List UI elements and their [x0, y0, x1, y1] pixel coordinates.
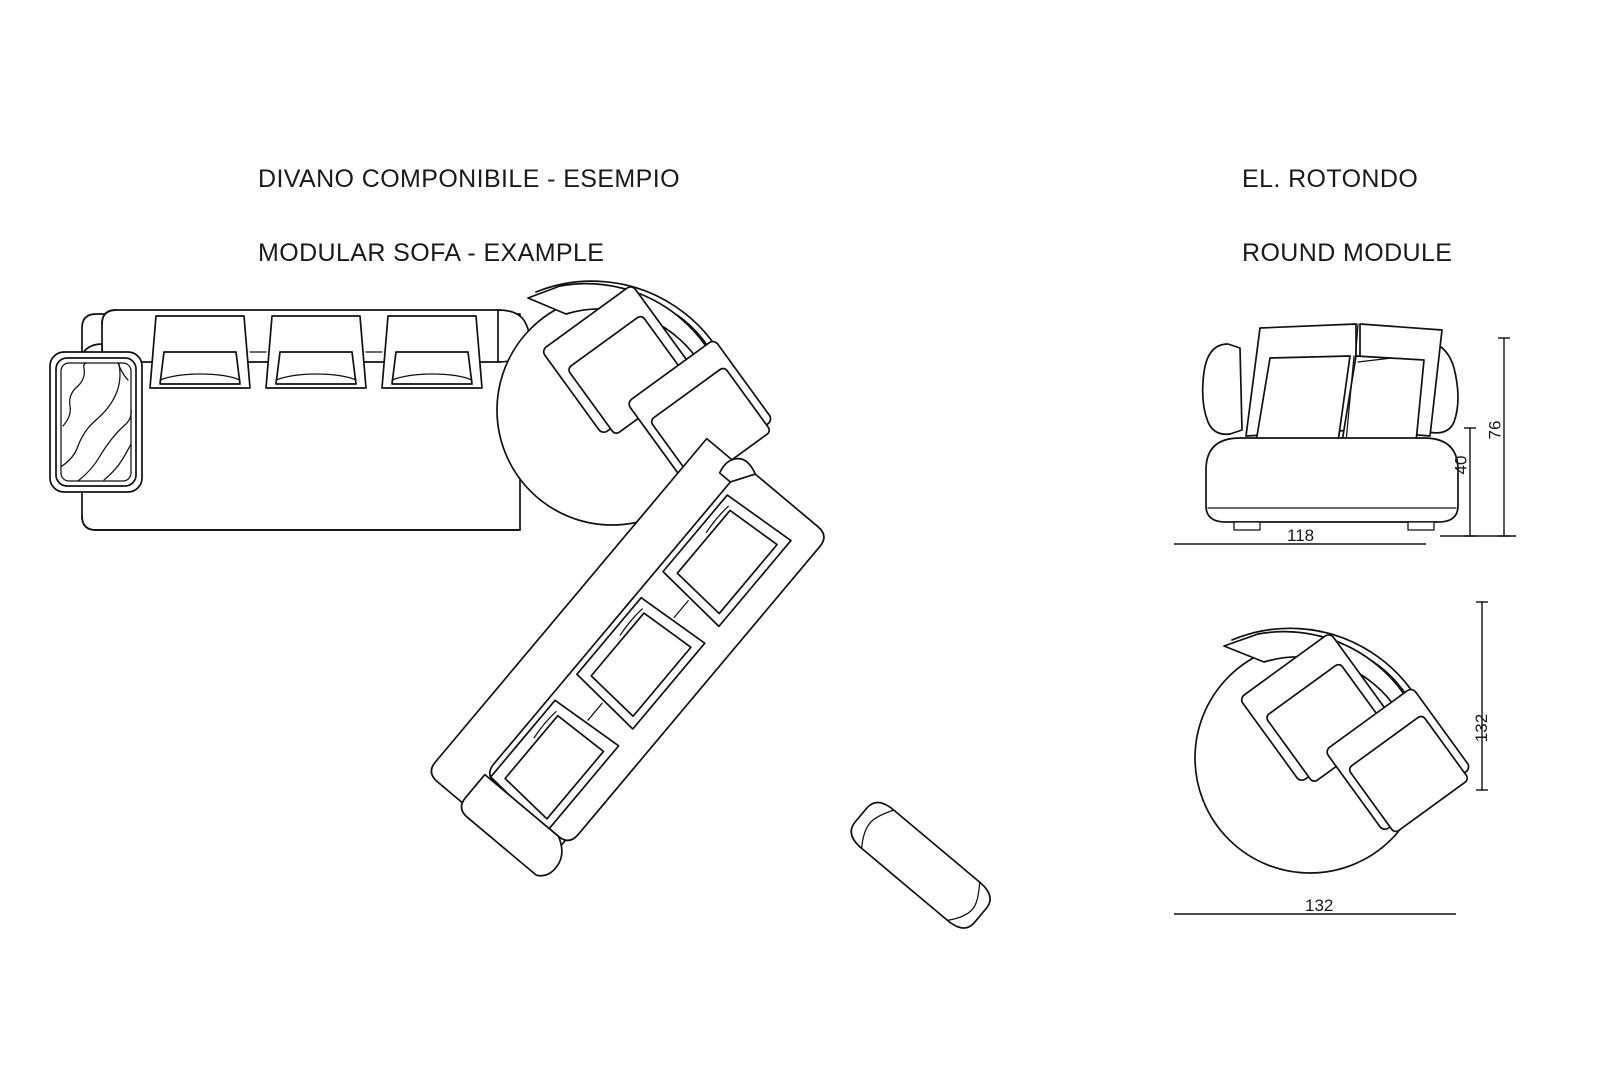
diagonal-sofa-module	[430, 437, 825, 877]
dimension-label-width-118: 118	[1287, 526, 1315, 545]
title-right-line-1: EL. ROTONDO	[1242, 165, 1419, 193]
diagonal-back-cushion	[576, 596, 706, 730]
title-right-line-2: ROUND MODULE	[1242, 239, 1453, 267]
diagonal-back-cushion	[489, 699, 620, 833]
elevation-dimension-lines	[1440, 337, 1516, 537]
elevation-width-dimension	[1174, 543, 1426, 545]
round-module-cushion	[1326, 688, 1470, 833]
round-module-plan-view	[1194, 627, 1470, 874]
sofa-foot	[1407, 521, 1435, 531]
title-block-right: EL. ROTONDO ROUND MODULE	[1242, 124, 1452, 308]
title-left-line-1: DIVANO COMPONIBILE - ESEMPIO	[258, 165, 680, 193]
dimension-label-height-total: 76	[1485, 420, 1505, 440]
round-module-elevation-view	[1201, 323, 1459, 531]
marble-veining	[61, 362, 132, 482]
plan-assembly-view	[49, 280, 991, 929]
marble-side-table	[49, 351, 143, 493]
back-cushion	[265, 315, 367, 389]
title-left-line-2: MODULAR SOFA - EXAMPLE	[258, 239, 605, 267]
round-module-cushion	[628, 340, 772, 485]
title-block-left: DIVANO COMPONIBILE - ESEMPIO MODULAR SOF…	[258, 124, 680, 308]
straight-sofa-cushions	[149, 315, 483, 389]
dimension-label-plan-width: 132	[1305, 896, 1334, 915]
plan-width-dimension	[1174, 913, 1456, 915]
round-module-plan-in-assembly	[496, 280, 772, 526]
cylinder-bolster-cushion	[850, 801, 991, 929]
back-cushion	[381, 315, 483, 389]
sofa-foot	[1233, 521, 1261, 531]
diagonal-back-cushion	[662, 494, 792, 628]
dimension-label-plan-depth: 132	[1472, 713, 1492, 743]
dimension-label-seat-height: 40	[1451, 455, 1471, 475]
plan-dimension-lines	[1476, 601, 1488, 791]
back-cushion	[149, 315, 251, 389]
